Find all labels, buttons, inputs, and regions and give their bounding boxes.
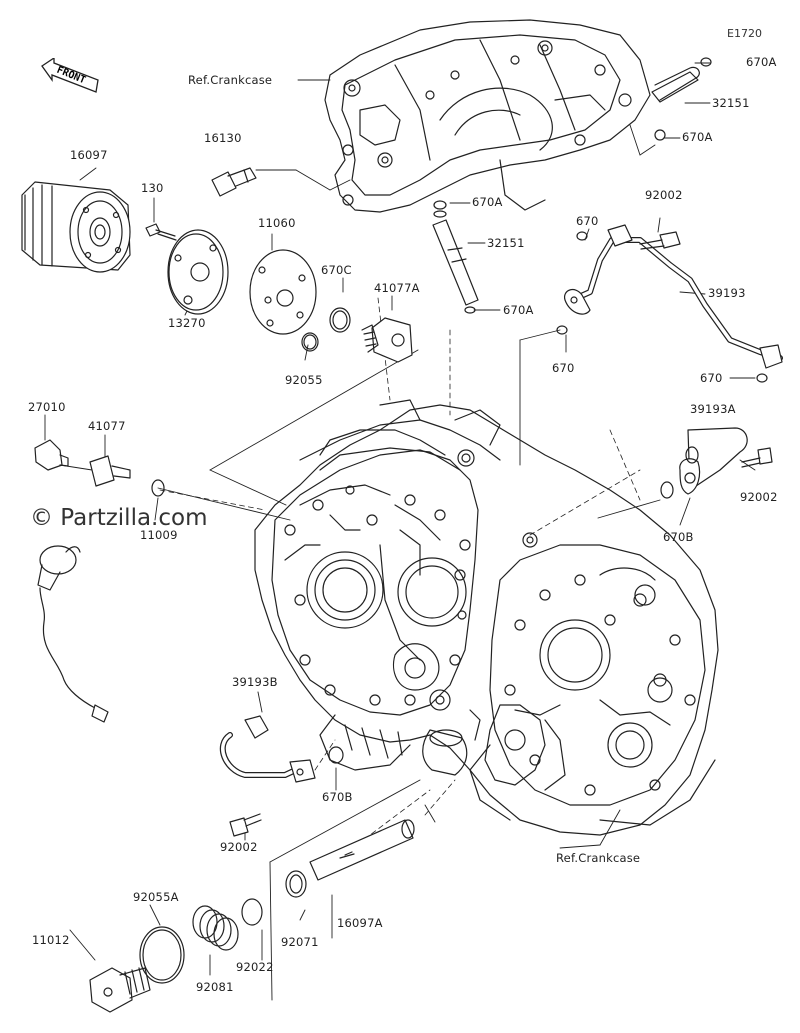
- label-92022: 92022: [236, 960, 274, 974]
- label-16130: 16130: [204, 131, 242, 145]
- plate-13270: [168, 230, 228, 314]
- label-670b: 670B: [322, 790, 353, 804]
- label-92055: 92055: [285, 373, 323, 387]
- pipe-32151-lower: [433, 201, 478, 313]
- sensor-wire-assembly: [38, 546, 108, 722]
- label-11060: 11060: [258, 216, 296, 230]
- plate-11060: [250, 250, 316, 334]
- washer-11009: [152, 480, 164, 496]
- oring-92055a: [140, 927, 184, 983]
- main-crankcase-drawing: [255, 400, 718, 835]
- label-92081: 92081: [196, 980, 234, 994]
- oring-670b-left: [329, 747, 343, 763]
- label-32151: 32151: [712, 96, 750, 110]
- label-13270: 13270: [168, 316, 206, 330]
- label-92002: 92002: [220, 840, 258, 854]
- washer-92022: [242, 899, 262, 925]
- label-39193a: 39193A: [690, 402, 736, 416]
- label-39193: 39193: [708, 286, 746, 300]
- bolt-130: [146, 224, 176, 240]
- pipe-32151-upper: [652, 58, 711, 140]
- label-130: 130: [141, 181, 164, 195]
- oring-92055: [302, 333, 318, 351]
- bolt-92002-lower: [230, 814, 261, 836]
- label-41077a: 41077A: [374, 281, 420, 295]
- spring-92081: [193, 906, 238, 950]
- label-670a: 670A: [746, 55, 777, 69]
- label-92002: 92002: [645, 188, 683, 202]
- plug-41077a: [362, 318, 412, 362]
- oring-670b-right: [661, 482, 673, 498]
- oring-670c: [330, 308, 350, 332]
- label-670a: 670A: [472, 195, 503, 209]
- plug-41077: [90, 456, 130, 486]
- label-92071: 92071: [281, 935, 319, 949]
- plug-11012: [90, 968, 150, 1012]
- label-39193b: 39193B: [232, 675, 278, 689]
- upper-crankcase-drawing: [325, 20, 650, 212]
- label-670: 670: [552, 361, 575, 375]
- fitting-16130: [212, 168, 256, 196]
- label-670c: 670C: [321, 263, 352, 277]
- label-27010: 27010: [28, 400, 66, 414]
- label-670: 670: [700, 371, 723, 385]
- strainer-16097a: [310, 820, 414, 880]
- label-11012: 11012: [32, 933, 70, 947]
- label-670a: 670A: [503, 303, 534, 317]
- ring-92071: [286, 871, 306, 897]
- pipe-39193b: [223, 716, 315, 782]
- bolt-92002-top: [640, 232, 680, 249]
- label-670: 670: [576, 214, 599, 228]
- partzilla-watermark: © Partzilla.com: [30, 505, 208, 531]
- label-92055a: 92055A: [133, 890, 179, 904]
- label-32151: 32151: [487, 236, 525, 250]
- label-16097a: 16097A: [337, 916, 383, 930]
- pipe-39193a: [680, 428, 747, 494]
- label-ref-crankcase-top: Ref.Crankcase: [188, 73, 273, 87]
- diagram-code: E1720: [727, 27, 762, 40]
- front-arrow-icon: FRONT: [40, 58, 102, 104]
- label-16097: 16097: [70, 148, 108, 162]
- label-ref-crankcase-bottom: Ref.Crankcase: [556, 851, 641, 865]
- label-670b: 670B: [663, 530, 694, 544]
- pipe-39193: [557, 225, 782, 382]
- bolt-92002-right: [742, 448, 772, 467]
- label-670a: 670A: [682, 130, 713, 144]
- dashed-guides: [160, 298, 640, 850]
- label-11009: 11009: [140, 528, 178, 542]
- oil-filter-16097: [22, 182, 130, 272]
- label-41077: 41077: [88, 419, 126, 433]
- switch-27010: [35, 440, 68, 470]
- label-92002: 92002: [740, 490, 778, 504]
